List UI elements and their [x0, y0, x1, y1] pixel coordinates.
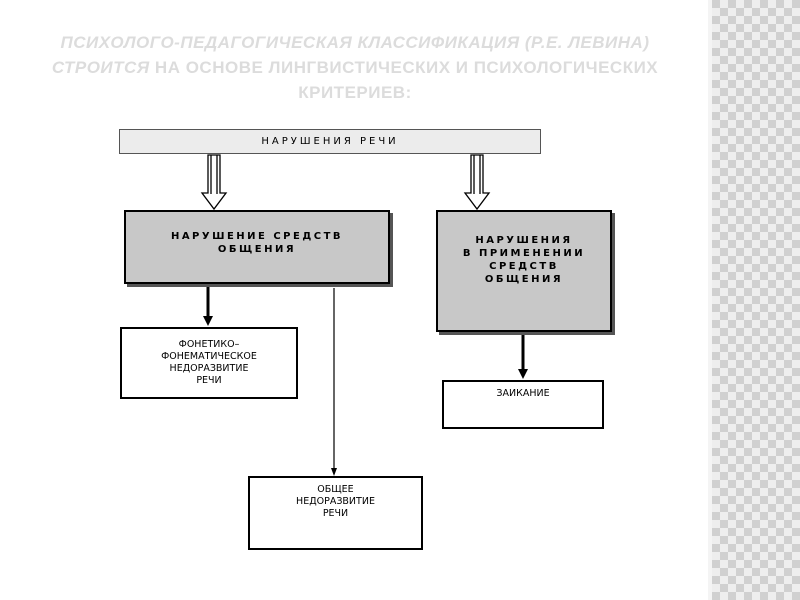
category-node-means-label: НАРУШЕНИЕ СРЕДСТВ ОБЩЕНИЯ	[170, 231, 344, 255]
side-decorative-pattern	[712, 0, 800, 600]
slide-title: Психолого-педагогическая классификация (…	[40, 30, 670, 105]
slide-title-rest: на основе лингвистических и психологичес…	[149, 58, 659, 102]
leaf-node-phonetic-label: ФОНЕТИКО– ФОНЕМАТИЧЕСКОЕ НЕДОРАЗВИТИЕ РЕ…	[161, 339, 257, 386]
hollow-arrow-right	[463, 154, 491, 211]
category-node-means: НАРУШЕНИЕ СРЕДСТВ ОБЩЕНИЯ	[124, 210, 390, 284]
leaf-node-stuttering-label: ЗАИКАНИЕ	[496, 388, 550, 399]
root-node-label: НАРУШЕНИЯ РЕЧИ	[261, 136, 399, 147]
slide-title-italic: Психолого-педагогическая классификация (…	[51, 33, 650, 77]
arrow-to-phonetic	[203, 284, 213, 326]
hollow-arrow-left	[200, 154, 228, 211]
side-pattern-edge	[708, 0, 712, 600]
leaf-node-general-label: ОБЩЕЕ НЕДОРАЗВИТИЕ РЕЧИ	[296, 484, 375, 519]
category-node-usage-label: НАРУШЕНИЯ В ПРИМЕНЕНИИ СРЕДСТВ ОБЩЕНИЯ	[462, 235, 586, 285]
leaf-node-stuttering: ЗАИКАНИЕ	[442, 380, 604, 429]
arrow-to-stuttering	[518, 332, 528, 379]
leaf-node-phonetic: ФОНЕТИКО– ФОНЕМАТИЧЕСКОЕ НЕДОРАЗВИТИЕ РЕ…	[120, 327, 298, 399]
root-node: НАРУШЕНИЯ РЕЧИ	[119, 129, 541, 154]
arrow-to-general	[331, 288, 337, 476]
category-node-usage: НАРУШЕНИЯ В ПРИМЕНЕНИИ СРЕДСТВ ОБЩЕНИЯ	[436, 210, 612, 332]
leaf-node-general: ОБЩЕЕ НЕДОРАЗВИТИЕ РЕЧИ	[248, 476, 423, 550]
